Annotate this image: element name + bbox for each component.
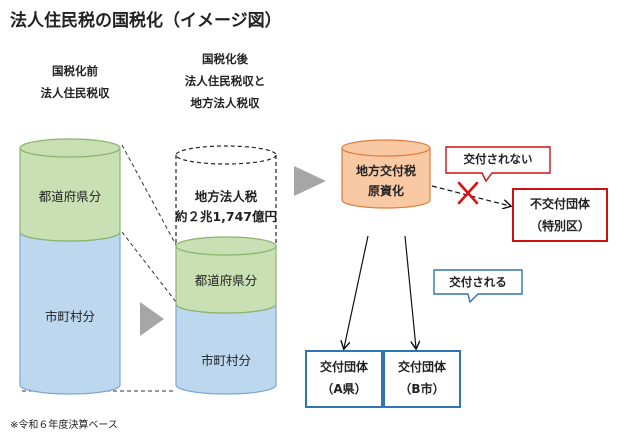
after-prefecture-label: 都道府県分 (194, 273, 258, 288)
after-national-tax-segment (175, 155, 277, 246)
after-national-tax-top (175, 145, 277, 165)
transition-arrow-1 (140, 302, 164, 336)
recipient-b-box: 交付団体 （B市） (383, 350, 461, 408)
granted-callout: 交付される (449, 275, 507, 289)
not-granted-callout: 交付されない (463, 152, 533, 166)
transition-arrow-2 (294, 166, 326, 196)
allocation-source-line2: 原資化 (367, 184, 404, 198)
footnote: ※令和６年度決算ベース (10, 420, 118, 431)
before-prefecture-segment (19, 147, 121, 242)
non-recipient-line1: 不交付団体 (529, 197, 590, 211)
before-prefecture-label: 都道府県分 (38, 189, 102, 204)
recipient-a-line2: （A県） (321, 382, 367, 396)
after-heading-line3: 地方法人税収 (190, 96, 260, 110)
granted-callout-bubble (433, 269, 523, 304)
after-heading: 国税化後 法人住民税収と 地方法人税収 (160, 48, 290, 114)
before-heading: 国税化前 法人住民税収 (20, 60, 130, 104)
after-prefecture-segment (175, 245, 277, 314)
non-recipient-box: 不交付団体 （特別区） (512, 188, 608, 242)
allocation-source-cylinder (341, 139, 431, 209)
national-tax-amount: 約２兆1,747億円 (174, 209, 278, 224)
after-cylinder (175, 145, 277, 395)
after-heading-line1: 国税化後 (202, 52, 248, 66)
before-prefecture-top (19, 138, 121, 158)
not-granted-callout-bubble (445, 146, 551, 183)
page-title: 法人住民税の国税化（イメージ図） (10, 11, 282, 31)
granted-arrow-a (344, 235, 369, 348)
after-municipal-label: 市町村分 (200, 353, 251, 368)
allocation-source-body (341, 147, 431, 209)
national-tax-label: 地方法人税 (194, 189, 258, 204)
after-heading-line2: 法人住民税収と (184, 74, 266, 88)
before-municipal-label: 市町村分 (44, 309, 95, 324)
recipient-b-line2: （B市） (399, 382, 445, 396)
allocation-source-line1: 地方交付税 (355, 164, 416, 178)
recipient-a-line1: 交付団体 (319, 360, 368, 374)
before-heading-line2: 法人住民税収 (40, 86, 110, 100)
allocation-source-top (341, 139, 431, 157)
recipient-b-line1: 交付団体 (397, 360, 446, 374)
blocked-cross-icon (457, 181, 479, 205)
after-prefecture-top (175, 236, 277, 256)
granted-arrow-b (404, 235, 416, 348)
after-municipal-segment (175, 303, 277, 395)
before-cylinder (19, 138, 121, 395)
non-recipient-line2: （特別区） (529, 219, 590, 233)
before-heading-line1: 国税化前 (52, 64, 98, 78)
recipient-a-box: 交付団体 （A県） (305, 350, 383, 408)
